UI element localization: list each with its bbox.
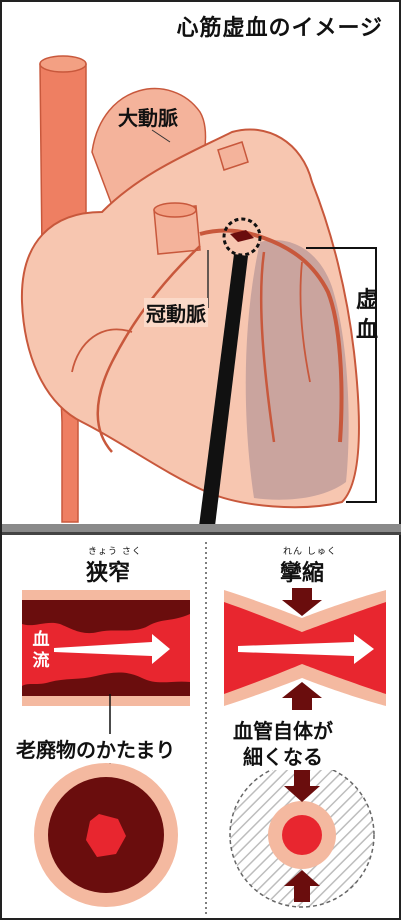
squeeze-arrow-top (282, 588, 322, 616)
coronary-opening (154, 203, 196, 217)
stenosis-title: 狭窄 (86, 555, 130, 587)
spasm-cross-section-lumen (282, 815, 322, 855)
spasm-title: 攣縮 (280, 555, 324, 587)
blood-flow-label: 血流 (30, 630, 52, 672)
squeeze-arrow-bottom (282, 682, 322, 710)
vessel-narrowing-label-line2: 細くなる (233, 744, 333, 770)
diagram-title: 心筋虚血のイメージ (176, 10, 383, 42)
aorta-label: 大動脈 (118, 102, 178, 131)
heart-illustration (22, 56, 376, 534)
vessel-narrowing-label-line1: 血管自体が (233, 718, 333, 744)
vessel-narrowing-label: 血管自体が 細くなる (230, 718, 336, 770)
ischemia-label: 虚血 (354, 286, 380, 346)
aorta-opening (40, 56, 86, 72)
plaque-label: 老廃物のかたまり (14, 734, 177, 763)
coronary-artery-label: 冠動脈 (144, 298, 208, 327)
